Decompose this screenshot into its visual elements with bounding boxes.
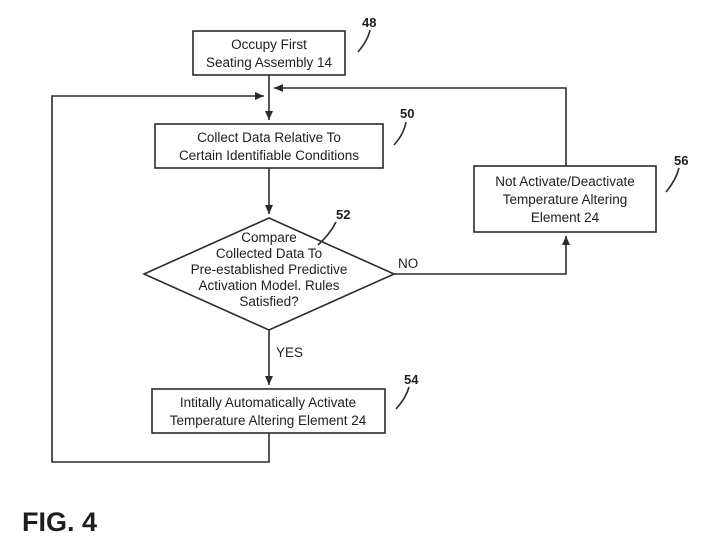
ref-number-48: 48 xyxy=(362,15,376,30)
figure-label: FIG. 4 xyxy=(22,507,97,537)
edge-label-no: NO xyxy=(398,256,418,271)
edge-label-yes: YES xyxy=(276,345,303,360)
node-collect-line-1: Collect Data Relative To xyxy=(197,130,341,145)
node-compare-line-4: Activation Model. Rules xyxy=(198,278,339,293)
arrow-no-to-deactivate xyxy=(394,236,570,275)
ref-number-50: 50 xyxy=(400,106,414,121)
ref-leader-54 xyxy=(395,386,410,410)
node-deactivate-line-1: Not Activate/Deactivate xyxy=(495,174,635,189)
ref-leader-48 xyxy=(357,29,371,53)
ref-number-54: 54 xyxy=(404,372,419,387)
node-occupy-line-1: Occupy First xyxy=(231,37,307,52)
ref-leader-56 xyxy=(665,167,680,193)
node-activate-element: Intitally Automatically Activate Tempera… xyxy=(151,388,386,434)
ref-leader-52 xyxy=(317,221,337,246)
node-compare-line-3: Pre-established Predictive xyxy=(191,262,348,277)
node-activate-line-2: Temperature Altering Element 24 xyxy=(170,413,367,428)
node-activate-line-1: Intitally Automatically Activate xyxy=(180,395,356,410)
node-collect-data: Collect Data Relative To Certain Identif… xyxy=(154,123,384,169)
ref-leader-50 xyxy=(393,121,407,146)
node-compare-decision: Compare Collected Data To Pre-establishe… xyxy=(142,217,396,331)
node-compare-line-2: Collected Data To xyxy=(216,246,322,261)
node-deactivate-line-2: Temperature Altering xyxy=(503,192,628,207)
node-collect-line-2: Certain Identifiable Conditions xyxy=(179,148,359,163)
ref-number-52: 52 xyxy=(336,207,350,222)
arrow-deactivate-loop-back xyxy=(274,84,567,166)
node-deactivate-element: Not Activate/Deactivate Temperature Alte… xyxy=(473,165,657,233)
node-compare-line-5: Satisfied? xyxy=(239,294,298,309)
ref-number-56: 56 xyxy=(674,153,688,168)
node-deactivate-line-3: Element 24 xyxy=(531,210,600,225)
node-occupy-seating: Occupy First Seating Assembly 14 xyxy=(192,30,346,76)
arrow-activate-loop-back xyxy=(51,92,270,463)
node-compare-line-1: Compare xyxy=(241,230,297,245)
node-occupy-line-2: Seating Assembly 14 xyxy=(206,55,333,70)
